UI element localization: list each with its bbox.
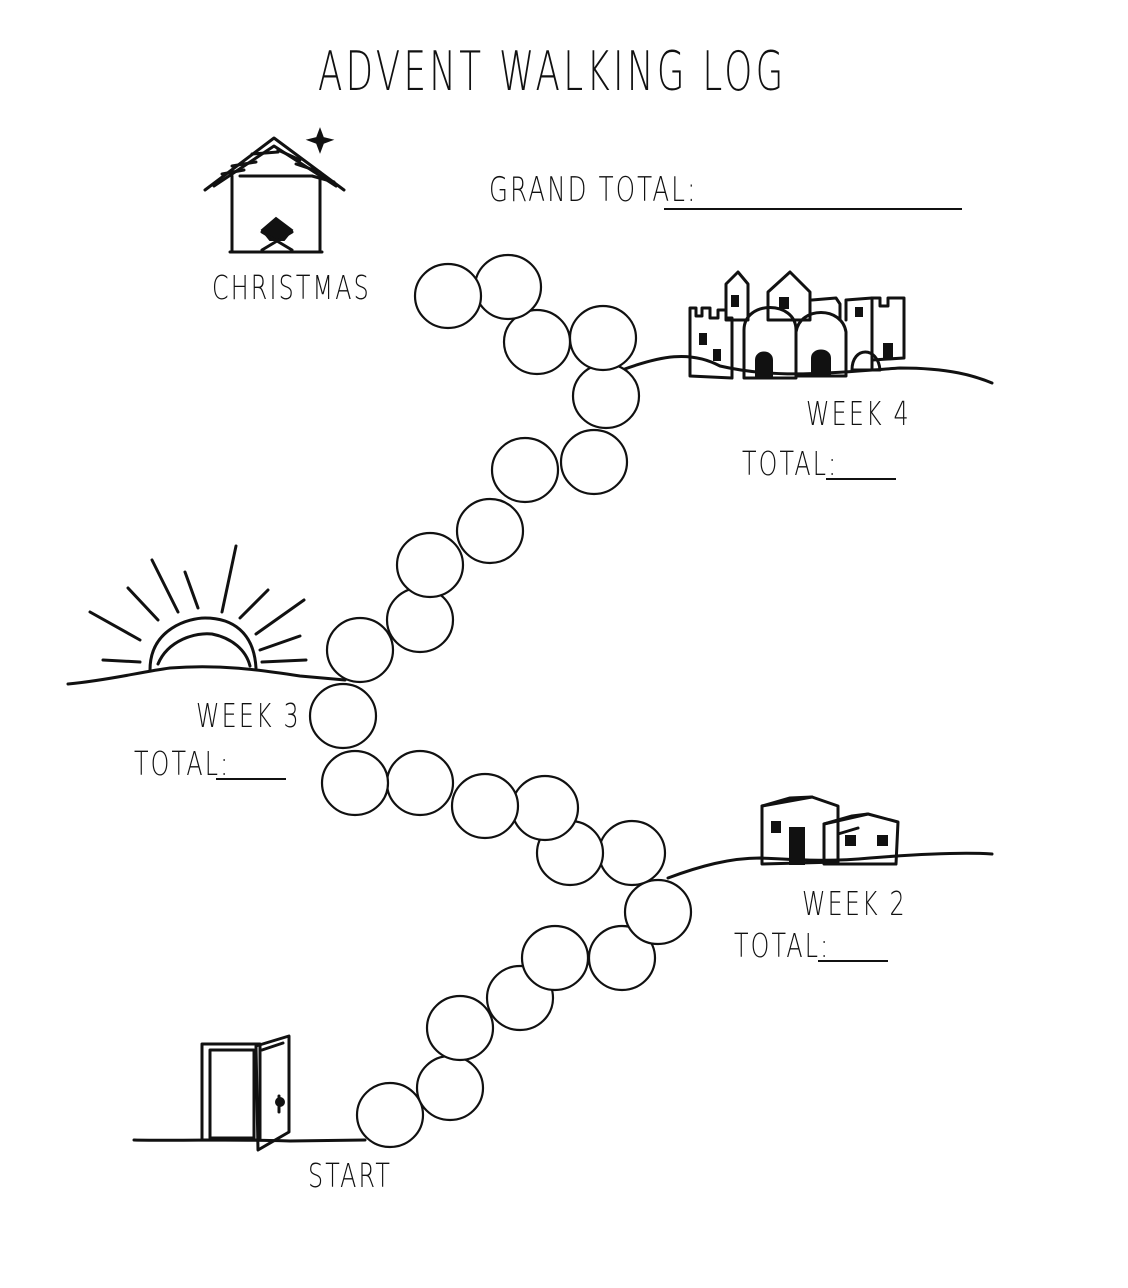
week2-total-label: TOTAL: (734, 926, 831, 965)
week4-label: WEEK 4 (806, 394, 911, 433)
ground-week3 (66, 665, 347, 686)
christmas-label: CHRISTMAS (212, 268, 371, 307)
day-circle-24[interactable] (473, 253, 543, 321)
city-icon (688, 270, 906, 380)
week2-total-blank[interactable] (818, 960, 888, 962)
sunrise-icon (88, 544, 308, 672)
star-icon (305, 127, 335, 154)
day-circles (308, 253, 693, 1149)
day-circle-21[interactable] (571, 362, 641, 430)
week4-total-label: TOTAL: (742, 444, 839, 483)
day-circle-23[interactable] (502, 308, 572, 376)
day-circle-20[interactable] (559, 428, 629, 496)
week2-label: WEEK 2 (802, 884, 907, 923)
houses-icon (760, 795, 900, 866)
day-circle-8[interactable] (597, 819, 667, 887)
day-circle-1[interactable] (355, 1081, 425, 1149)
page-title: ADVENT WALKING LOG (318, 40, 787, 103)
day-circle-15[interactable] (325, 616, 395, 684)
day-circle-2[interactable] (415, 1054, 485, 1122)
day-circle-16[interactable] (385, 586, 455, 654)
day-circle-19[interactable] (490, 436, 560, 504)
day-circle-7[interactable] (623, 878, 693, 946)
week4-total-blank[interactable] (826, 478, 896, 480)
day-circle-13[interactable] (320, 749, 390, 817)
day-circle-12[interactable] (385, 749, 455, 817)
day-circle-22[interactable] (568, 304, 638, 372)
day-circle-6[interactable] (587, 924, 657, 992)
ground-week4 (620, 355, 994, 385)
day-circle-5[interactable] (520, 924, 590, 992)
start-label: START (308, 1156, 393, 1195)
grand-total-label: GRAND TOTAL: (489, 170, 698, 210)
day-circle-17[interactable] (395, 531, 465, 599)
day-circle-11[interactable] (450, 772, 520, 840)
grand-total-blank[interactable] (664, 208, 962, 210)
day-circle-14[interactable] (308, 682, 378, 750)
day-circle-3[interactable] (425, 994, 495, 1062)
day-circle-25[interactable] (413, 262, 483, 330)
open-door-icon (200, 1034, 291, 1152)
week3-total-blank[interactable] (216, 778, 286, 780)
day-circle-10[interactable] (510, 774, 580, 842)
week3-label: WEEK 3 (196, 696, 301, 735)
nativity-stable-icon (203, 136, 346, 254)
ground-week2 (666, 851, 994, 880)
day-circle-18[interactable] (455, 497, 525, 565)
week3-total-label: TOTAL: (134, 744, 231, 783)
